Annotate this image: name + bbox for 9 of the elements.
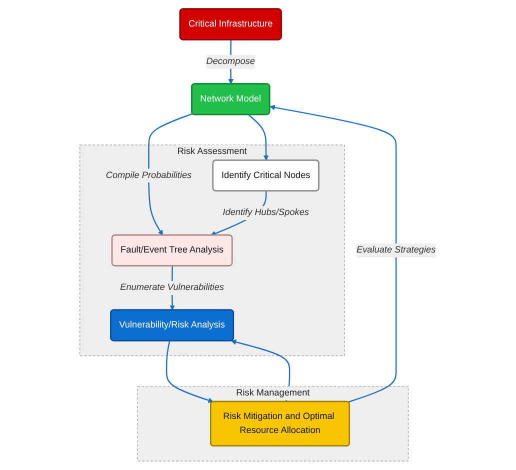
arrow: [270, 104, 397, 403]
arrow: [166, 340, 214, 403]
edge-label: Decompose: [206, 56, 256, 66]
arrow: [148, 113, 194, 236]
edge-label: Compile Probabilities: [106, 170, 192, 180]
edge-label: Enumerate Vulnerabilities: [120, 282, 224, 293]
arrow: [248, 114, 269, 161]
edge-label: Identify Hubs/Spokes: [222, 207, 310, 218]
edge-label: Evaluate Strategies: [356, 244, 436, 256]
